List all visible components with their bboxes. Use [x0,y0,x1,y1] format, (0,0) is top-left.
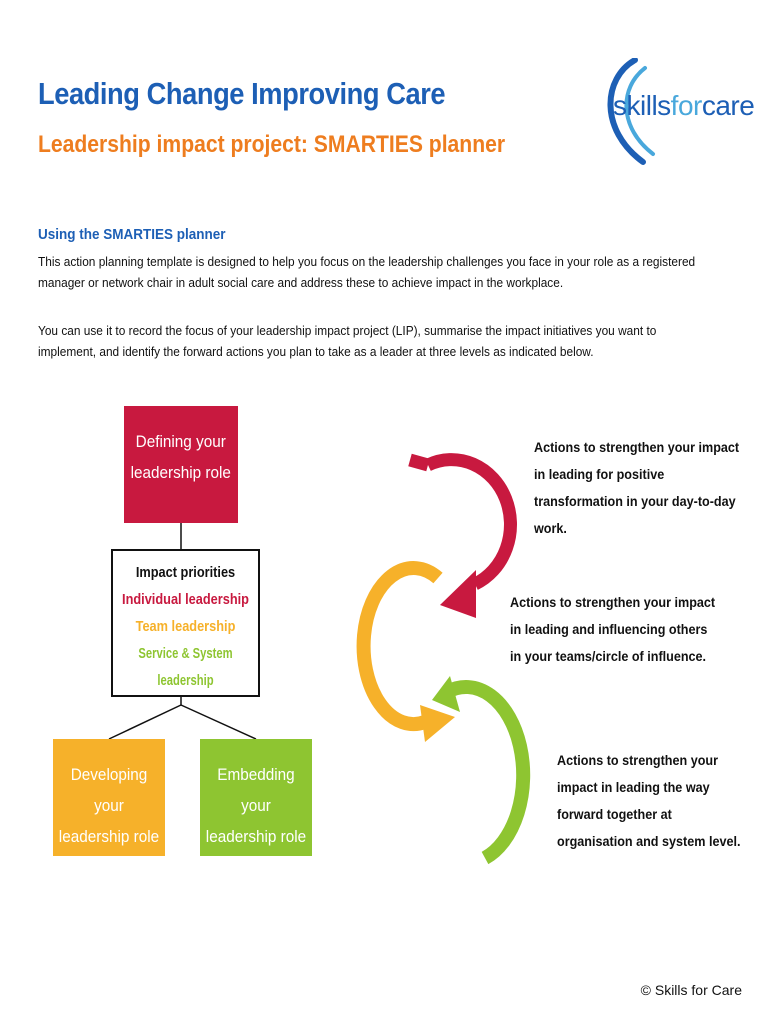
box-develop-line1: Developing your [70,765,148,815]
logo-wordmark: skillsforcare [613,90,755,122]
box-embed-line2: leadership role [205,827,307,846]
priority-individual: Individual leadership [122,592,249,608]
skills-for-care-logo: skillsforcare [595,57,755,166]
intro-paragraph-2: You can use it to record the focus of yo… [38,323,657,359]
box-develop-line2: leadership role [58,827,160,846]
defining-leadership-role-box: Defining your leadership role [124,406,238,523]
page-title: Leading Change Improving Care [38,76,446,111]
green-cycle-arrow-icon [432,676,531,865]
connector-lines [108,523,257,740]
page-subtitle: Leadership impact project: SMARTIES plan… [38,131,506,158]
developing-leadership-role-box: Developing your leadership role [53,739,165,856]
priority-service-system-line1: Service & System [138,646,233,662]
copyright-footer: © Skills for Care [640,982,742,998]
section-heading: Using the SMARTIES planner [38,226,226,243]
action-text-team: Actions to strengthen your impact in lea… [510,594,716,664]
box-define-line1: Defining your [135,432,227,451]
logo-text-care: care [701,90,755,121]
logo-text-for: for [670,90,703,121]
impact-priorities-box: Impact priorities Individual leadership … [111,549,260,697]
box-embed-line1: Embedding your [217,765,295,815]
intro-paragraph-1: This action planning template is designe… [38,254,696,290]
red-cycle-arrow-icon [408,453,517,618]
action-text-system: Actions to strengthen your impact in lea… [557,752,741,849]
box-define-line2: leadership role [130,463,232,482]
embedding-leadership-role-box: Embedding your leadership role [200,739,312,856]
priorities-heading: Impact priorities [135,565,236,581]
logo-swoosh-icon [607,57,655,165]
amber-cycle-arrow-icon [356,561,455,742]
priority-team: Team leadership [135,619,236,635]
priority-service-system-line2: leadership [157,673,214,689]
logo-text-skills: skills [613,90,671,121]
action-text-individual: Actions to strengthen your impact in lea… [534,439,740,536]
priority-service-system: Service & System leadership [122,641,250,695]
